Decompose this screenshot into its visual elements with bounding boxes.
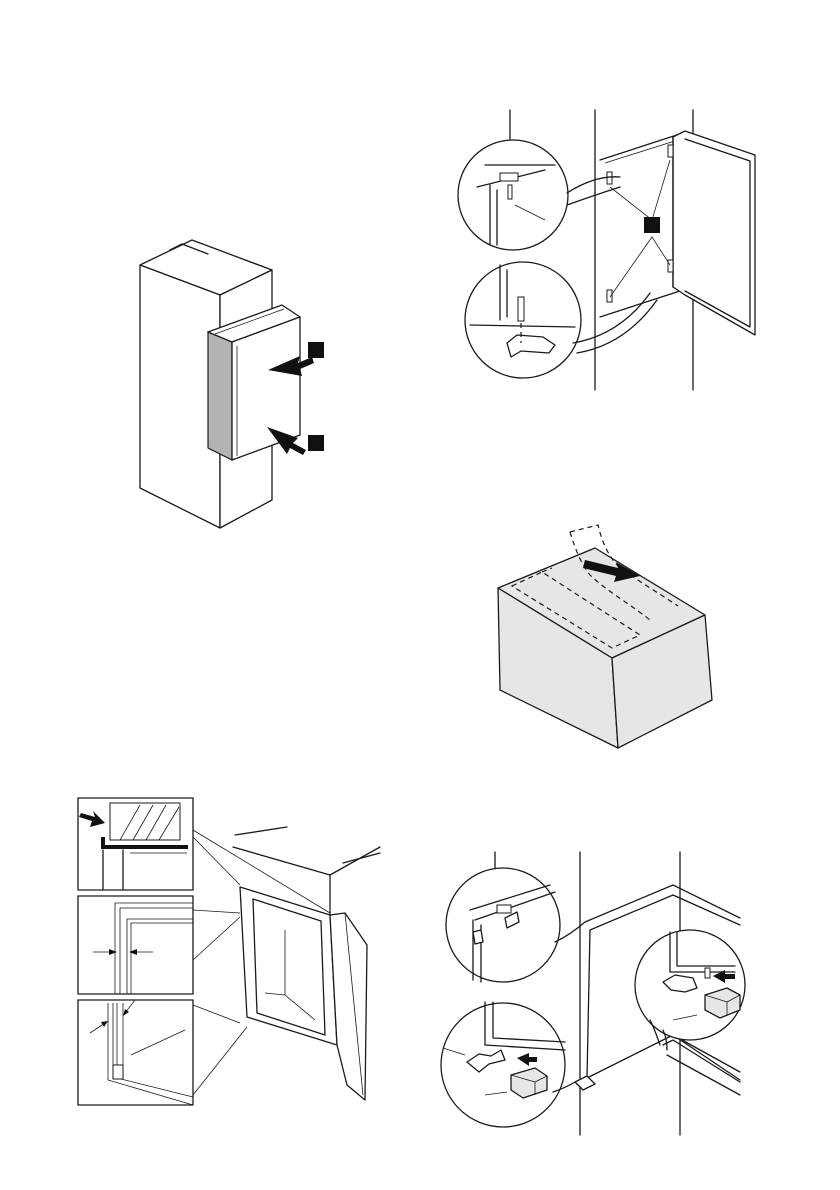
figure-hinge-covers (435, 850, 755, 1140)
open-door (673, 131, 755, 335)
bottom-hinge (575, 1076, 595, 1090)
figure-box-cover-removal (490, 520, 720, 760)
figure-door-fixing (445, 105, 765, 395)
seal-alignment-drawing (75, 795, 390, 1110)
detail-circle-top-hinge (446, 868, 560, 982)
open-door (330, 913, 367, 1100)
detail-circle-top-hinge (458, 140, 568, 250)
hinge-covers-drawing (435, 850, 755, 1140)
box-cover-drawing (490, 520, 720, 760)
detail-circle-bottom-hinge-cover (441, 1003, 565, 1127)
detail-box-side-gap (78, 896, 193, 994)
marker-square-upper (308, 342, 324, 358)
door-fixing-drawing (445, 105, 765, 395)
screw-icon (607, 145, 673, 302)
appliance-side-panel (208, 332, 232, 460)
cabinet-insertion-drawing (120, 230, 350, 540)
marker-square (644, 217, 660, 233)
figure-cabinet-insertion (120, 230, 350, 540)
marker-square-lower (308, 435, 324, 451)
figure-seal-alignment (75, 795, 390, 1110)
